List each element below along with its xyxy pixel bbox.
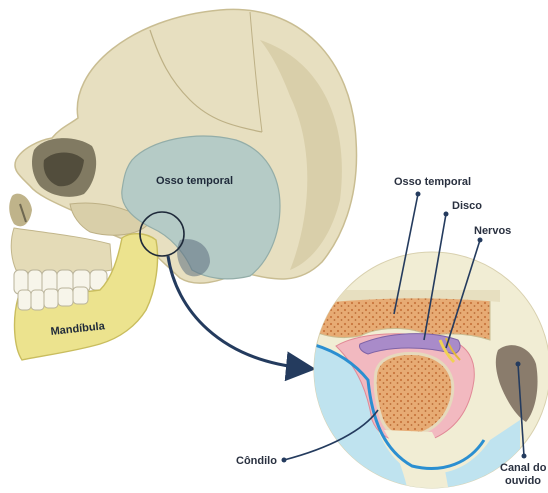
- label-osso-temporal-zoom: Osso temporal: [394, 176, 471, 189]
- label-canal-do-ouvido: Canal do ouvido: [500, 462, 546, 488]
- label-canal-line2: ouvido: [500, 475, 546, 488]
- label-condilo: Côndilo: [236, 455, 277, 468]
- label-osso-temporal-skull: Osso temporal: [156, 175, 233, 188]
- zoom-circle: [300, 252, 548, 493]
- label-canal-line1: Canal do: [500, 462, 546, 475]
- label-disco: Disco: [452, 200, 482, 213]
- label-nervos: Nervos: [474, 225, 511, 238]
